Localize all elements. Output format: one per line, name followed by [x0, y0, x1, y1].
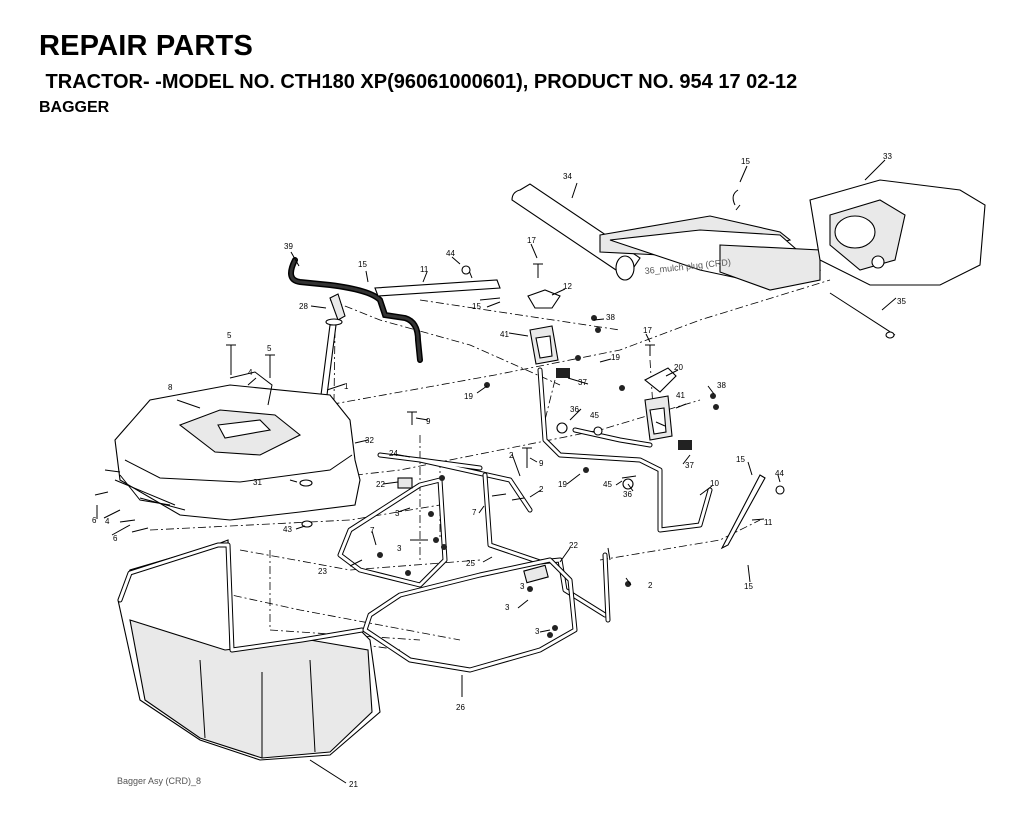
callout-17: 17 — [527, 236, 536, 245]
callout-19: 19 — [558, 480, 567, 489]
callout-20: 20 — [674, 363, 683, 372]
callout-38: 38 — [606, 313, 615, 322]
callout-12: 12 — [563, 282, 572, 291]
callout-3: 3 — [505, 603, 510, 612]
callout-44: 44 — [775, 469, 784, 478]
callout-21: 21 — [349, 780, 358, 789]
callout-31: 31 — [253, 478, 262, 487]
callout-11: 11 — [420, 265, 429, 274]
callout-33: 33 — [883, 152, 892, 161]
callout-2: 2 — [509, 451, 514, 460]
callout-39: 39 — [284, 242, 293, 251]
callout-3: 3 — [397, 544, 402, 553]
callout-35: 35 — [897, 297, 906, 306]
callout-19: 19 — [464, 392, 473, 401]
callout-3: 3 — [395, 509, 400, 518]
callout-26: 26 — [456, 703, 465, 712]
callout-37: 37 — [685, 461, 694, 470]
callout-9: 9 — [539, 459, 544, 468]
callout-2: 2 — [648, 581, 653, 590]
callout-23: 23 — [318, 567, 327, 576]
callout-15: 15 — [472, 302, 481, 311]
callout-labels: 1 2 2 2 3 3 3 3 3 4 4 5 5 6 6 7 7 8 9 9 … — [92, 152, 906, 789]
diagram-caption: Bagger Asy (CRD)_8 — [117, 776, 201, 786]
callout-7: 7 — [370, 526, 375, 535]
callout-41: 41 — [500, 330, 509, 339]
callout-15: 15 — [744, 582, 753, 591]
callout-17: 17 — [643, 326, 652, 335]
callout-32: 32 — [365, 436, 374, 445]
callout-34: 34 — [563, 172, 572, 181]
callout-15: 15 — [358, 260, 367, 269]
callout-7: 7 — [472, 508, 477, 517]
callout-22: 22 — [376, 480, 385, 489]
callout-44: 44 — [446, 249, 455, 258]
callout-25: 25 — [466, 559, 475, 568]
callout-24: 24 — [389, 449, 398, 458]
callout-4: 4 — [248, 368, 253, 377]
callout-leaders — [96, 159, 897, 784]
model-subtitle: TRACTOR- -MODEL NO. CTH180 XP(9606100060… — [40, 71, 798, 93]
callout-38: 38 — [717, 381, 726, 390]
grass-bag — [117, 539, 381, 761]
callout-15: 15 — [736, 455, 745, 464]
callout-11: 11 — [764, 518, 773, 527]
callout-3: 3 — [520, 582, 525, 591]
callout-9: 9 — [426, 417, 431, 426]
callout-8: 8 — [168, 383, 173, 392]
callout-5: 5 — [227, 331, 232, 340]
bagger-lid — [104, 371, 361, 521]
bagger-chute-tube — [511, 179, 986, 339]
callout-5: 5 — [267, 344, 272, 353]
hardware — [94, 263, 785, 638]
callout-22: 22 — [569, 541, 578, 550]
callout-1: 1 — [344, 382, 349, 391]
callout-45: 45 — [603, 480, 612, 489]
bagger-frames — [337, 452, 611, 673]
callout-43: 43 — [283, 525, 292, 534]
callout-28: 28 — [299, 302, 308, 311]
callout-3: 3 — [535, 627, 540, 636]
callout-10: 10 — [710, 479, 719, 488]
page-title: REPAIR PARTS — [39, 30, 254, 62]
callout-2: 2 — [539, 485, 544, 494]
callout-15: 15 — [741, 157, 750, 166]
callout-41: 41 — [676, 391, 685, 400]
callout-4: 4 — [105, 517, 110, 526]
callout-6: 6 — [113, 534, 118, 543]
callout-36: 36 — [623, 490, 632, 499]
callout-37: 37 — [578, 378, 587, 387]
callout-6: 6 — [92, 516, 97, 525]
callout-36: 36 — [570, 405, 579, 414]
callout-19: 19 — [611, 353, 620, 362]
section-title: BAGGER — [39, 99, 110, 116]
bagger-mount-bracket — [374, 279, 766, 550]
callout-45: 45 — [590, 411, 599, 420]
